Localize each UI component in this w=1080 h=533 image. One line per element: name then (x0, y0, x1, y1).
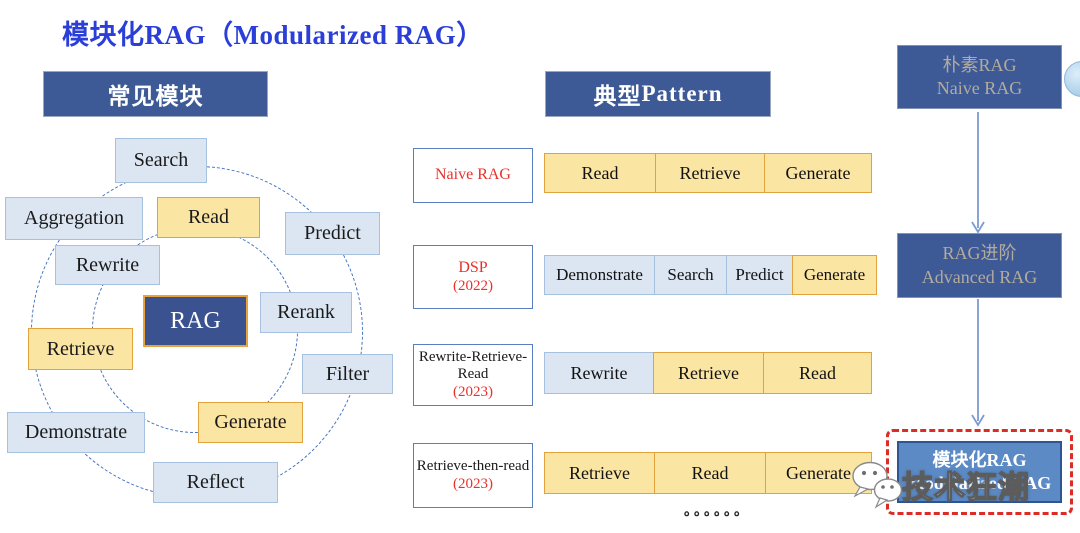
watermark-text: 技术狂潮 (901, 469, 1030, 505)
pattern-name: Rewrite-Retrieve-Read (418, 349, 528, 383)
pattern-bar-naive-rag: Read Retrieve Generate (544, 153, 872, 193)
pattern-label-rtr: Retrieve-then-read (2023) (413, 443, 533, 508)
stage-advanced-rag: RAG进阶 Advanced RAG (897, 233, 1062, 298)
pattern-cell: Read (763, 352, 872, 394)
pattern-cell: Rewrite (544, 352, 654, 394)
module-demonstrate: Demonstrate (7, 412, 145, 453)
module-filter-label: Filter (325, 362, 370, 385)
pattern-header-en: Pattern (641, 81, 723, 106)
module-rewrite: Rewrite (55, 245, 160, 285)
pattern-year: (2023) (453, 383, 493, 400)
wechat-icon (852, 461, 903, 509)
arrow-down-icon (971, 299, 985, 427)
pattern-cell-label: Read (691, 462, 729, 483)
pattern-cell-label: Generate (803, 265, 866, 284)
pattern-header-zh: 典型 (593, 83, 642, 109)
pattern-cell: Read (544, 153, 656, 193)
stage-modular-zh: 模块化RAG (932, 449, 1027, 470)
pattern-cell-label: Search (667, 265, 714, 284)
pattern-label-rrr: Rewrite-Retrieve-Read (2023) (413, 344, 533, 406)
pattern-cell: Demonstrate (544, 255, 655, 295)
module-demonstrate-label: Demonstrate (24, 421, 128, 443)
module-read: Read (157, 197, 260, 238)
pattern-cell-label: Demonstrate (556, 265, 643, 284)
pattern-cell: Retrieve (653, 352, 764, 394)
stage-naive-rag: 朴素RAG Naive RAG (897, 45, 1062, 109)
pattern-cell-label: Rewrite (570, 362, 628, 383)
pattern-name: DSP (458, 259, 488, 277)
stage-advanced-zh: RAG进阶 (942, 243, 1017, 264)
pattern-cell-label: Retrieve (679, 162, 741, 183)
module-aggregation-label: Aggregation (24, 207, 124, 229)
pattern-cell: Predict (726, 255, 793, 295)
module-reflect: Reflect (153, 462, 278, 503)
common-modules-header: 常见模块 (43, 71, 268, 117)
pattern-cell: Generate (792, 255, 877, 295)
module-read-label: Read (187, 206, 230, 228)
floating-widget-circle[interactable] (1064, 61, 1080, 97)
pattern-cell: Generate (764, 153, 872, 193)
pattern-bar-rtr: Retrieve Read Generate (544, 452, 872, 494)
module-predict-label: Predict (304, 222, 361, 244)
pattern-cell-label: Read (581, 162, 619, 183)
stage-advanced-en: Advanced RAG (921, 266, 1038, 287)
module-search: Search (115, 138, 207, 183)
module-retrieve: Retrieve (28, 328, 133, 370)
module-predict: Predict (285, 212, 380, 255)
modular-rag-highlight-frame (886, 429, 1073, 515)
pattern-year: (2023) (453, 475, 493, 492)
pattern-cell: Retrieve (655, 153, 765, 193)
pattern-cell: Read (654, 452, 766, 494)
pattern-cell: Retrieve (544, 452, 655, 494)
stage-modular-rag: 模块化RAG Modularized RAG (897, 441, 1062, 503)
pattern-cell-label: Read (799, 362, 836, 383)
module-generate-label: Generate (214, 411, 287, 433)
pattern-cell-label: Retrieve (569, 462, 630, 483)
module-reflect-label: Reflect (186, 471, 245, 493)
pattern-cell: Search (654, 255, 727, 295)
module-retrieve-label: Retrieve (46, 337, 115, 360)
pattern-cell-label: Retrieve (678, 362, 739, 383)
module-rag-center: RAG (143, 295, 248, 347)
arrow-down-icon (971, 112, 985, 234)
page-title: 模块化RAG（Modularized RAG） (62, 20, 484, 50)
more-patterns-ellipsis: 。。。。。。 (684, 503, 751, 519)
pattern-label-naive-rag: Naive RAG (413, 148, 533, 203)
pattern-cell-label: Generate (786, 462, 851, 483)
module-rerank-label: Rerank (277, 301, 335, 323)
pattern-cell-label: Generate (785, 162, 851, 183)
module-generate: Generate (198, 402, 303, 443)
pattern-cell-label: Predict (735, 265, 784, 284)
common-modules-header-label: 常见模块 (107, 83, 204, 109)
module-rag-label: RAG (170, 307, 221, 334)
stage-naive-en: Naive RAG (936, 78, 1023, 98)
pattern-name: Retrieve-then-read (416, 458, 530, 475)
pattern-bar-rrr: Rewrite Retrieve Read (544, 352, 872, 394)
module-rewrite-label: Rewrite (75, 253, 140, 276)
pattern-year: (2022) (453, 277, 493, 294)
module-rerank: Rerank (260, 292, 352, 333)
stage-naive-zh: 朴素RAG (942, 54, 1017, 75)
module-search-label: Search (133, 149, 189, 171)
pattern-label-dsp: DSP (2022) (413, 245, 533, 309)
watermark: 技术狂潮 (846, 458, 1030, 510)
stage-modular-en: Modularized RAG (907, 473, 1052, 493)
module-filter: Filter (302, 354, 393, 394)
pattern-name: Naive RAG (435, 166, 511, 184)
pattern-bar-dsp: Demonstrate Search Predict Generate (544, 255, 877, 295)
module-aggregation: Aggregation (5, 197, 143, 240)
